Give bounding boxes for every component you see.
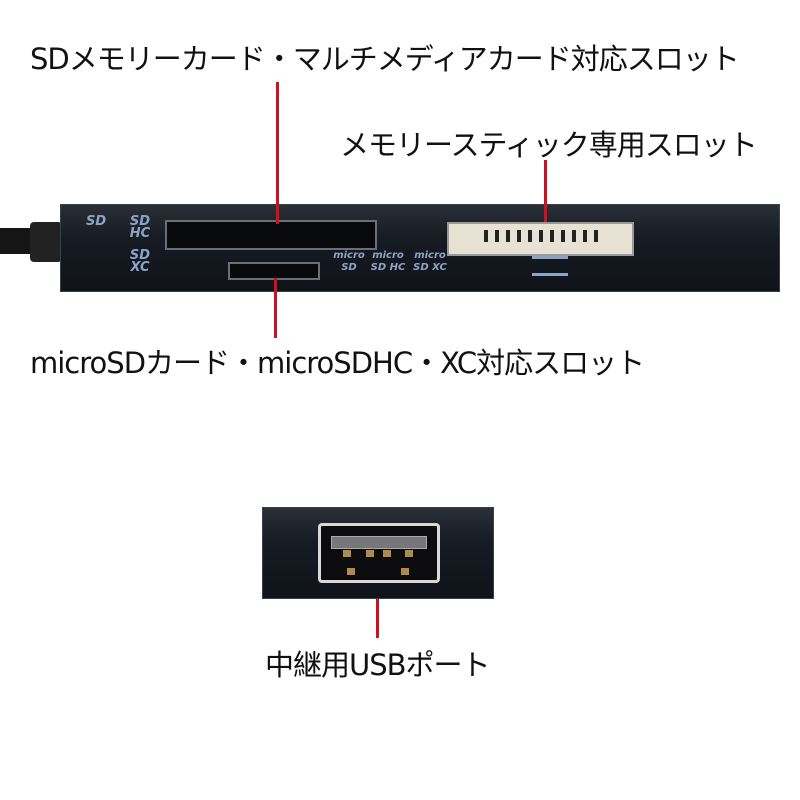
memory-stick-slot[interactable] xyxy=(447,222,634,256)
usb-pin xyxy=(343,550,351,557)
microsdxc-logo: micro SD XC xyxy=(413,250,447,273)
sdxc-logo: SD XC xyxy=(129,248,151,275)
usb-pin xyxy=(401,568,409,575)
usb-port-label: 中継用USBポート xyxy=(265,648,491,682)
microsd-leader-line xyxy=(274,278,277,338)
usb-pin xyxy=(383,550,391,557)
microsd-slot-label: microSDカード・microSDHC・XC対応スロット xyxy=(30,346,645,380)
usb-pin xyxy=(405,550,413,557)
microsd-logo: micro SD xyxy=(333,250,365,273)
usb-port[interactable] xyxy=(318,523,440,583)
sd-logo: SD xyxy=(86,214,107,229)
sd-leader-line xyxy=(276,82,279,224)
sd-slot-label: SDメモリーカード・マルチメディアカード対応スロット xyxy=(30,42,740,76)
memory-stick-logo-icon xyxy=(532,256,568,276)
sd-card-slot[interactable] xyxy=(165,220,377,250)
ms-leader-line xyxy=(544,160,547,222)
usb-tongue xyxy=(331,536,427,549)
sdhc-logo: SD HC xyxy=(129,214,151,241)
slot-contacts xyxy=(484,230,604,242)
usb-leader-line xyxy=(376,578,379,638)
cable-strain-relief xyxy=(30,222,62,262)
usb-pin xyxy=(347,568,355,575)
microsdhc-logo: micro SD HC xyxy=(370,250,406,273)
ms-slot-label: メモリースティック専用スロット xyxy=(340,128,758,162)
usb-pin xyxy=(366,550,374,557)
